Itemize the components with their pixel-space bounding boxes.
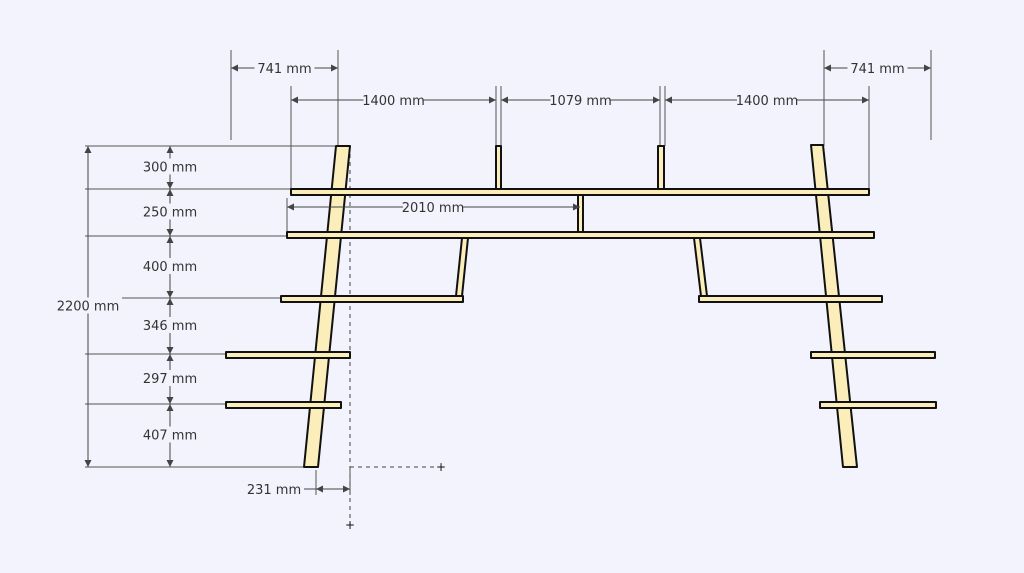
label-bg (54, 297, 122, 314)
label-bg (363, 92, 424, 108)
dimension-arrow (331, 64, 338, 72)
dimension-arrow (84, 460, 92, 467)
shelf-structure (225, 144, 937, 468)
shelf-board (810, 351, 936, 359)
label-bg (403, 199, 463, 215)
left-leg (303, 145, 351, 468)
label-bg (136, 158, 204, 175)
dim-shelf-spacing: 407 mm (143, 429, 197, 444)
guide-point: + (436, 460, 446, 474)
dimension-arrow (287, 203, 294, 211)
dimension-arrow (166, 236, 174, 243)
dimension-arrow (166, 189, 174, 196)
dimension-arrow (166, 182, 174, 189)
dim-left-offset: 741 mm (257, 62, 311, 77)
dimension-arrow (489, 96, 496, 104)
dimension-arrow (166, 404, 174, 411)
dimension-arrow (166, 347, 174, 354)
shelf-board (819, 401, 937, 409)
dimension-arrow (166, 146, 174, 153)
extension-lines: ++ (85, 50, 932, 532)
shelf-board (286, 231, 875, 239)
dimension-arrow (665, 96, 672, 104)
dimension-arrow (166, 354, 174, 361)
dim-span-middle: 1079 mm (549, 94, 612, 109)
dimension-arrow (653, 96, 660, 104)
label-bg (254, 60, 315, 76)
dim-right-offset: 741 mm (850, 62, 904, 77)
dimension-arrow (166, 460, 174, 467)
label-bg (136, 317, 204, 333)
dimension-arrow (166, 291, 174, 298)
label-bg (847, 60, 908, 76)
support-left (455, 237, 469, 297)
dimension-arrow (291, 96, 298, 104)
dimension-arrow (231, 64, 238, 72)
shelf-board (280, 295, 464, 303)
dimension-arrow (924, 64, 931, 72)
dim-span-left: 1400 mm (362, 94, 425, 109)
dim-shelf-spacing: 297 mm (143, 372, 197, 387)
dimension-arrow (824, 64, 831, 72)
label-bg (136, 258, 204, 274)
support-right (693, 237, 708, 297)
label-bg (136, 370, 204, 386)
dim-span-right: 1400 mm (736, 94, 799, 109)
dim-shelf-spacing: 400 mm (143, 260, 197, 275)
dim-shelf-spacing: 346 mm (143, 319, 197, 334)
dim-total-height: 2200 mm (57, 300, 120, 315)
post-right-top (657, 145, 665, 190)
dimension-arrow (166, 298, 174, 305)
dim-foot-offset: 231 mm (247, 483, 301, 498)
dimension-arrow (573, 203, 580, 211)
dimension-arrow (862, 96, 869, 104)
dimensions: 741 mm 741 mm 1400 mm 1079 mm 1400 mm 2010 mm… (54, 60, 931, 498)
post-left-top (495, 145, 502, 190)
label-bg (136, 426, 204, 443)
dimension-arrow (166, 229, 174, 236)
dimension-arrow (84, 146, 92, 153)
shelf-board (290, 188, 870, 196)
label-bg (136, 203, 204, 220)
guide-point: + (345, 518, 355, 532)
right-leg (810, 144, 858, 468)
dim-inner-width: 2010 mm (402, 201, 465, 216)
dimension-arrow (166, 397, 174, 404)
label-bg (244, 481, 304, 497)
dimension-arrow (316, 485, 323, 493)
label-bg (737, 92, 797, 108)
shelf-board (225, 401, 342, 409)
dim-shelf-spacing: 300 mm (143, 161, 197, 176)
post-middle (577, 194, 584, 233)
shelf-board (225, 351, 351, 359)
label-bg (550, 92, 611, 108)
dim-shelf-spacing: 250 mm (143, 206, 197, 221)
shelf-board (698, 295, 883, 303)
dimension-arrow (343, 485, 350, 493)
dimension-arrow (501, 96, 508, 104)
